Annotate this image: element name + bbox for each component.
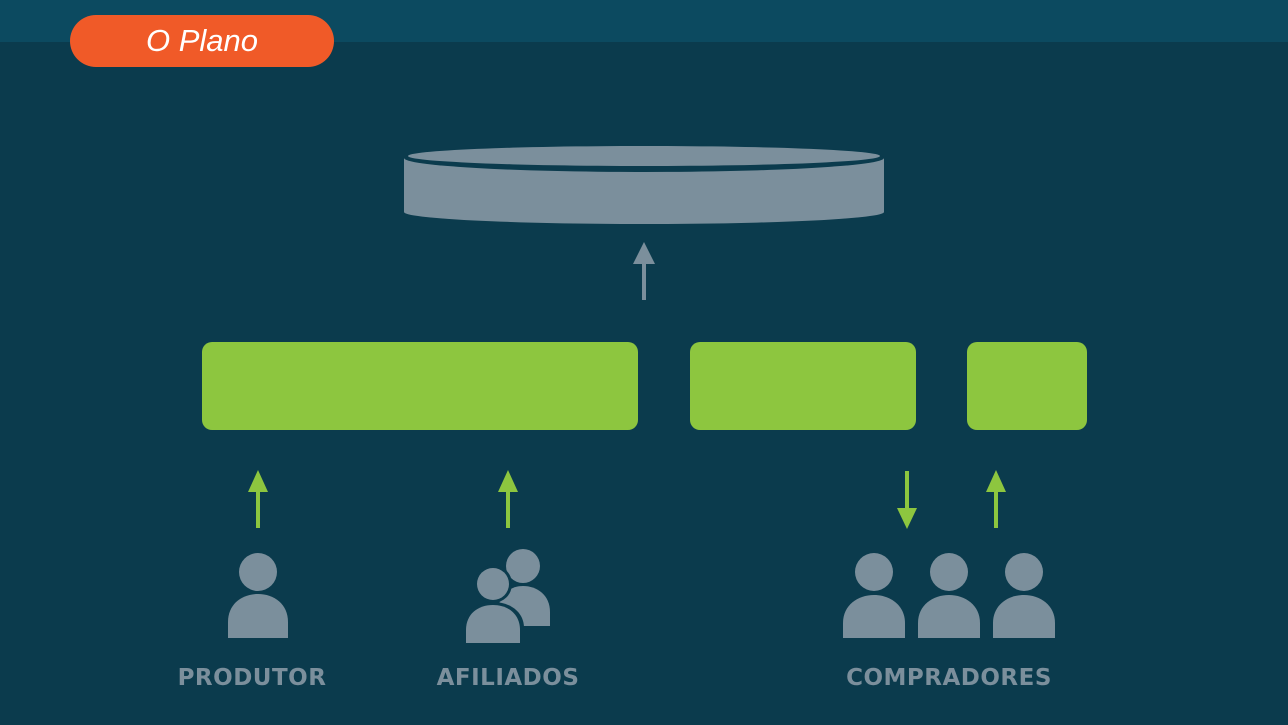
label-produtor: PRODUTOR [177,665,327,691]
block-small [967,342,1087,430]
person-icon [228,553,288,638]
up-arrow-produtor-icon [248,470,268,528]
up-arrow-compradores-icon [986,470,1006,528]
label-afiliados: AFILIADOS [436,665,580,691]
slide-title: O Plano [70,15,334,67]
block-large [202,342,638,430]
up-arrow-afiliados-icon [498,470,518,528]
up-arrow-to-disc-icon [633,242,655,300]
label-compradores: COMPRADORES [846,665,1052,691]
disc-container-icon [404,144,884,224]
block-medium [690,342,916,430]
people-group-icon [843,553,1055,638]
down-arrow-compradores-icon [897,471,917,529]
people-group-icon [462,549,550,646]
